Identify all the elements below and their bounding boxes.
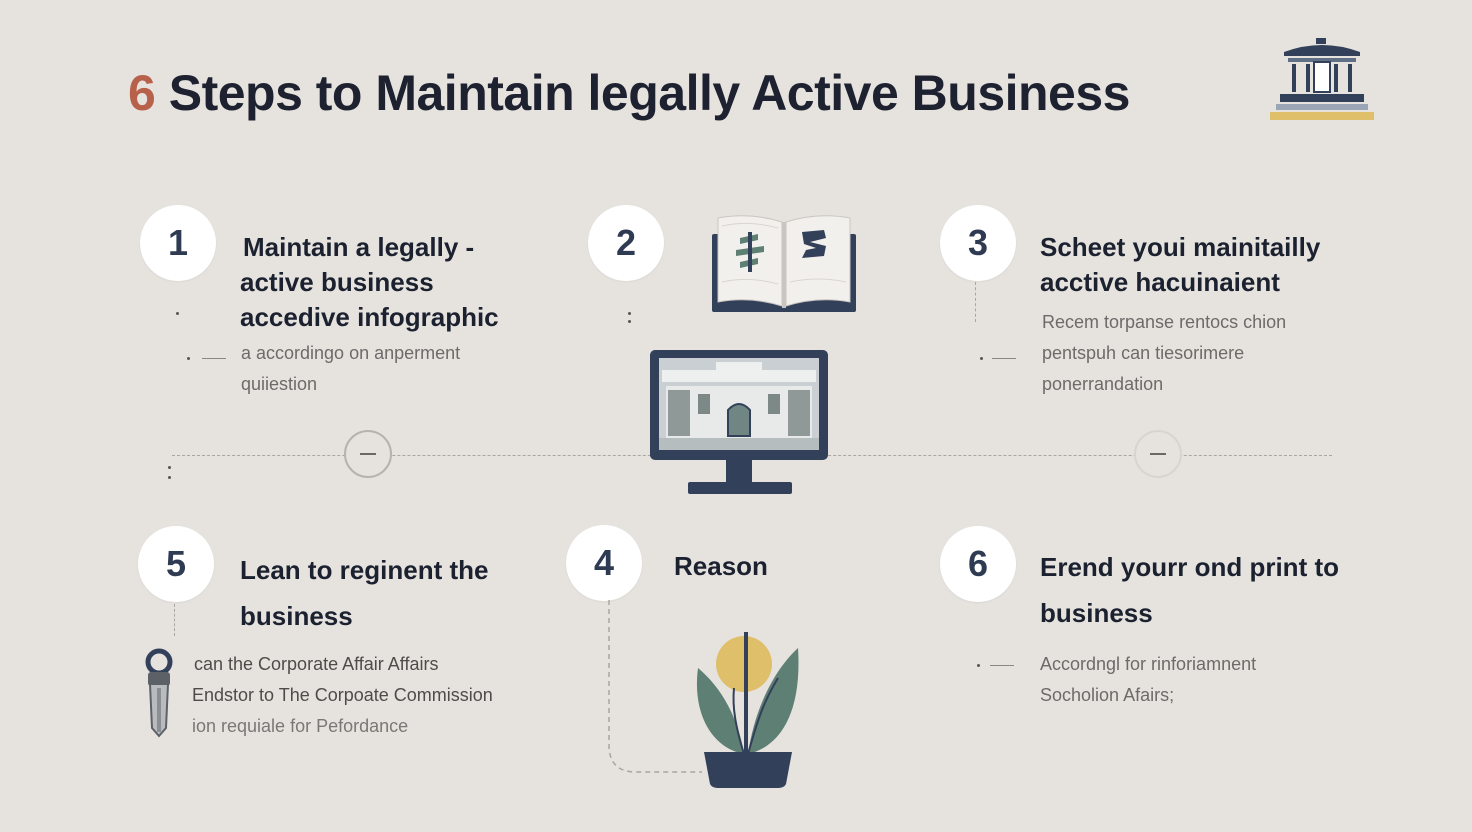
collapse-button-left[interactable] xyxy=(344,430,392,478)
computer-monitor-building-icon xyxy=(650,350,828,501)
step-1-dot xyxy=(187,357,190,360)
step-3-number: 3 xyxy=(940,205,1016,281)
step-5-number: 5 xyxy=(138,526,214,602)
step-3-tick xyxy=(992,358,1016,359)
step-2-number: 2 xyxy=(588,205,664,281)
step-2-dot xyxy=(628,320,631,323)
step-1-heading: Maintain a legally - active business acc… xyxy=(240,232,499,332)
step-1-body: a accordingo on anperment quiiestion xyxy=(241,343,461,394)
minus-icon xyxy=(1150,453,1166,455)
step-1-number: 1 xyxy=(140,205,216,281)
timeline-dot xyxy=(168,466,171,469)
potted-plant-icon xyxy=(692,628,804,795)
step-6-tick xyxy=(990,665,1014,666)
timeline-dot xyxy=(168,476,171,479)
government-building-icon xyxy=(1268,36,1376,127)
step-5-body: can the Corporate Affair Affairs Endstor… xyxy=(192,654,493,736)
step-4-heading: Reason xyxy=(674,551,768,581)
open-book-icon xyxy=(710,212,858,321)
step-1-dot xyxy=(176,312,179,315)
step-6-heading: Erend yourr ond print to business xyxy=(1040,552,1339,628)
step-6-body: Accordngl for rinforiamnent Socholion Af… xyxy=(1040,654,1257,705)
step-3-connector xyxy=(975,282,976,322)
step-3-heading: Scheet youi mainitailly acctive hacuinai… xyxy=(1040,232,1321,297)
step-5-heading: Lean to reginent the business xyxy=(240,555,489,631)
step-6-number: 6 xyxy=(940,526,1016,602)
step-5-connector xyxy=(174,604,175,636)
tag-key-icon xyxy=(142,648,176,745)
title-number: 6 xyxy=(128,65,156,121)
step-4-connector xyxy=(604,600,704,781)
title-text: Steps to Maintain legally Active Busines… xyxy=(168,65,1131,121)
page-title: 6 Steps to Maintain legally Active Busin… xyxy=(128,66,1130,121)
minus-icon xyxy=(360,453,376,455)
step-4-number: 4 xyxy=(566,525,642,601)
step-2-dot xyxy=(628,312,631,315)
collapse-button-right[interactable] xyxy=(1134,430,1182,478)
step-6-dot xyxy=(977,664,980,667)
step-3-body: Recem torpanse rentocs chion pentspuh ca… xyxy=(1042,312,1287,394)
step-1-tick xyxy=(202,358,226,359)
step-3-dot xyxy=(980,357,983,360)
